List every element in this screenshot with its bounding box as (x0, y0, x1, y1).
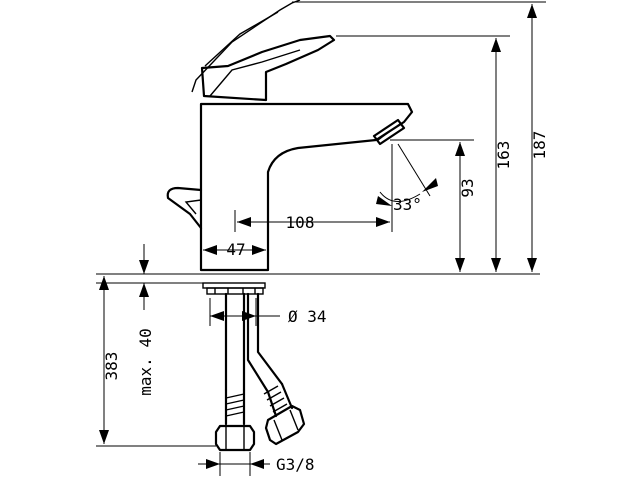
faucet-handle (200, 34, 336, 102)
popup-rod (166, 186, 203, 230)
dim-reach-label: 108 (286, 213, 315, 232)
faucet-body (166, 0, 414, 272)
hose-nut-right (264, 404, 306, 446)
dim-connection-thread (198, 452, 270, 476)
dim-spray-angle-label: 33° (393, 195, 422, 214)
connection-hoses (214, 292, 306, 452)
dim-base-width-label: 47 (226, 240, 245, 259)
dim-total-height-label: 187 (530, 131, 549, 160)
dim-max-thickness-label: max. 40 (136, 328, 155, 395)
dim-hose-length-label: 383 (102, 352, 121, 381)
dim-max-thickness (139, 244, 149, 310)
dim-outlet-height (390, 139, 474, 272)
mounting-base (96, 273, 540, 295)
dim-spray-angle (376, 143, 438, 232)
faucet-spout (199, 102, 414, 272)
dim-spout-height-label: 163 (494, 141, 513, 170)
dim-connection-thread-label: G3/8 (276, 455, 315, 474)
dim-reach (234, 210, 390, 232)
dim-hose-length (96, 276, 216, 447)
hose-nut-left (214, 424, 256, 452)
dim-spout-height (336, 35, 510, 272)
dim-total-height (292, 1, 546, 272)
dim-base-width (203, 245, 266, 255)
dim-outlet-height-label: 93 (458, 178, 477, 197)
dim-hole-diameter (209, 298, 280, 326)
dim-hole-diameter-label: Ø 34 (288, 307, 327, 326)
aerator (372, 118, 406, 146)
